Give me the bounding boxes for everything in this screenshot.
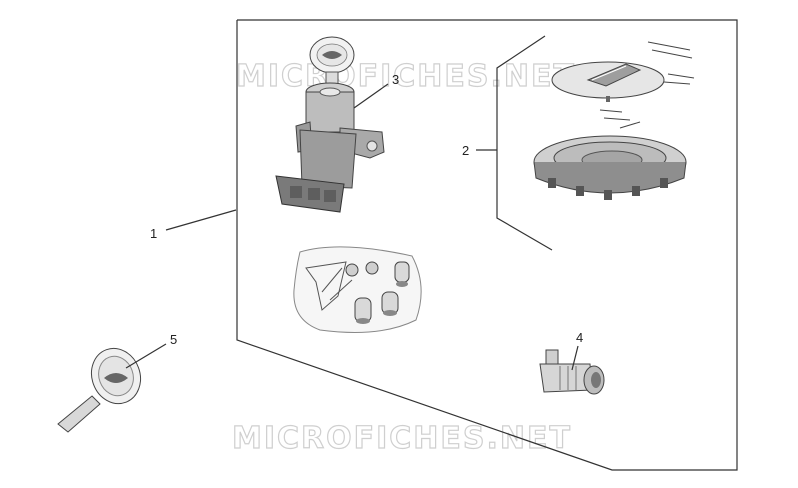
seat-lock-cylinder[interactable]	[539, 349, 605, 395]
leader-3	[353, 83, 389, 109]
callout-4: 4	[576, 330, 583, 345]
watermark-top: MICROFICHES.NET	[236, 59, 576, 94]
leader-4	[571, 345, 579, 371]
lock-kit-bag[interactable]	[293, 246, 422, 333]
callout-1: 1	[150, 226, 157, 241]
watermark-bottom: MICROFICHES.NET	[232, 421, 572, 456]
callout-2: 2	[462, 143, 469, 158]
ignition-switch[interactable]	[275, 36, 385, 213]
leader-1	[165, 209, 237, 231]
callout-3: 3	[392, 72, 399, 87]
callout-5: 5	[170, 332, 177, 347]
fuel-cap[interactable]	[533, 41, 695, 200]
fuel-cap-bracket	[496, 35, 553, 251]
kit-outline	[236, 19, 738, 471]
leader-5	[125, 343, 167, 369]
key[interactable]	[57, 341, 148, 433]
